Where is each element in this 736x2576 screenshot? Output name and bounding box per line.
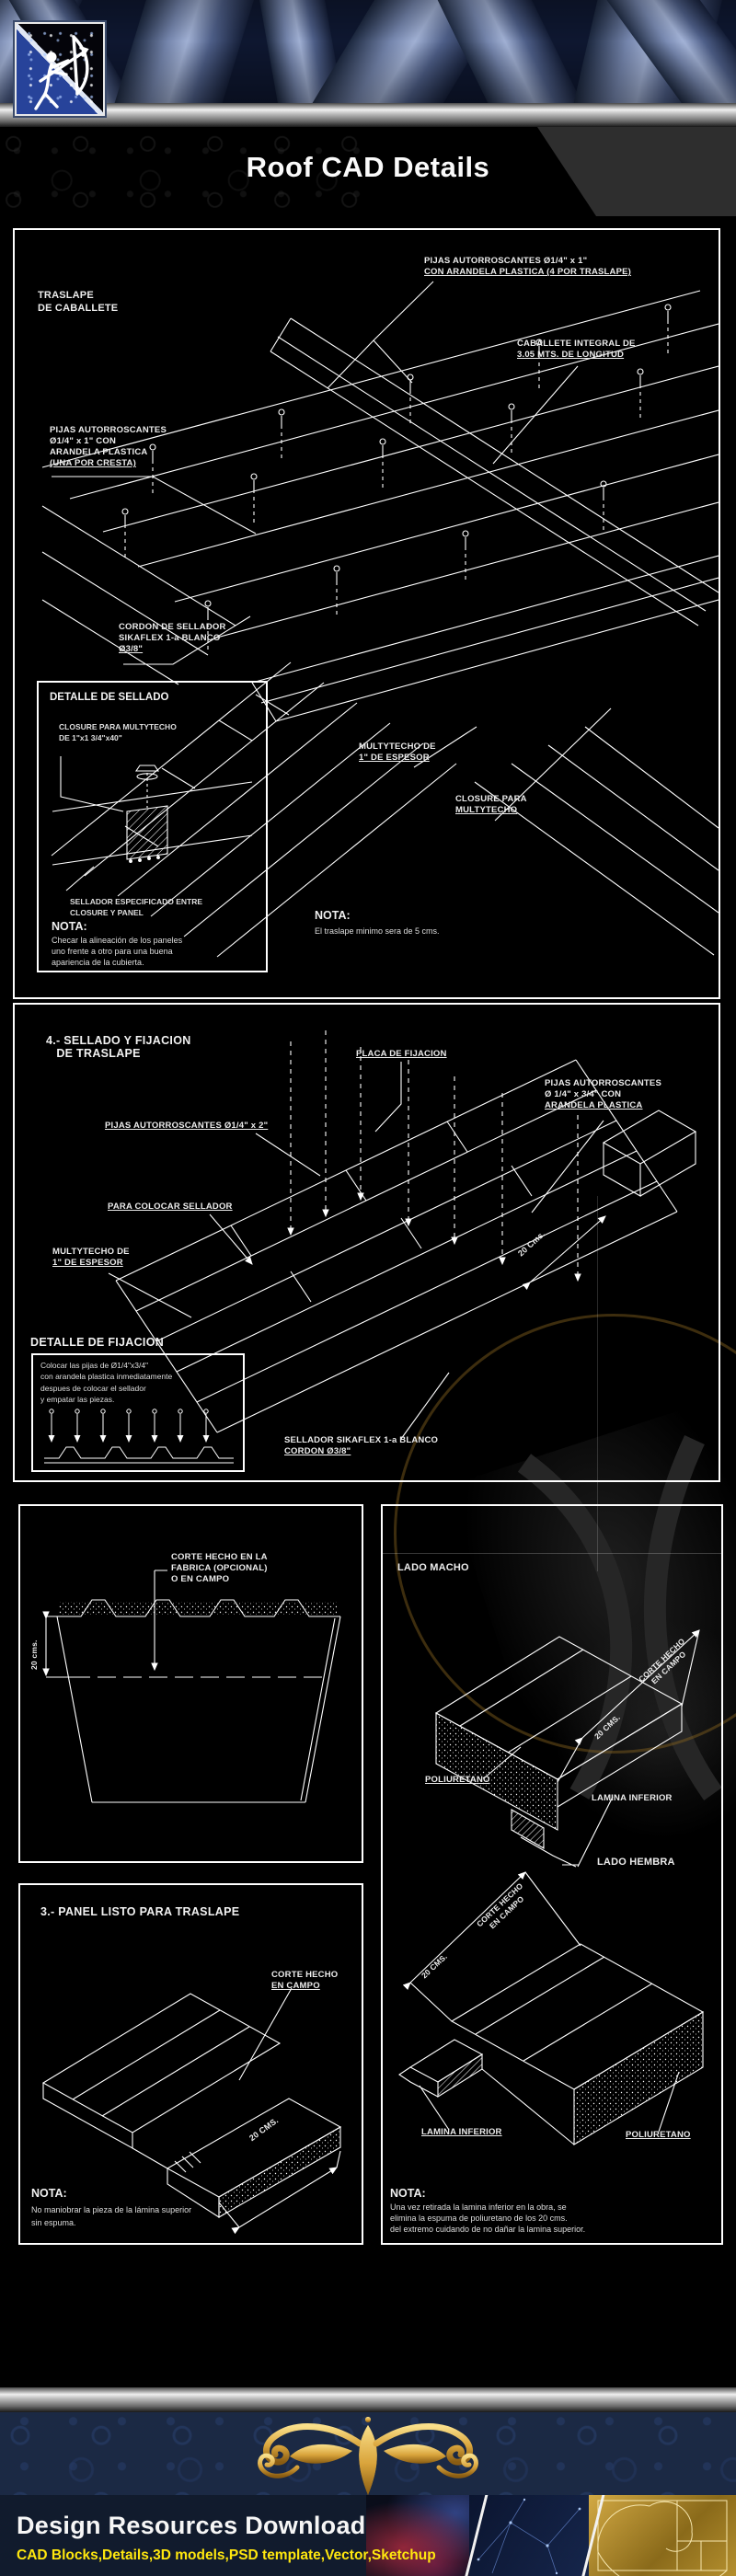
label-closure-multytecho: CLOSURE PARA MULTYTECHO	[455, 794, 527, 816]
label-corte-campo: CORTE HECHO EN CAMPO	[271, 1970, 339, 1992]
dimension-20cms: 20 CMS.	[247, 2115, 281, 2144]
cad-sketch-profile	[44, 1409, 234, 1464]
silver-divider-top	[0, 103, 736, 127]
label-multytecho: MULTYTECHO DE 1" DE ESPESOR	[52, 1247, 130, 1269]
label-pijas-izq: PIJAS AUTORROSCANTES Ø1/4" x 2"	[105, 1121, 269, 1131]
cad-sketch-sealing	[52, 756, 253, 891]
panel-listo-traslape: 3.- PANEL LISTO PARA TRASLAPE CORTE HECH…	[18, 1883, 363, 2245]
note-text: No maniobrar la pieza de la lámina super…	[31, 2205, 192, 2227]
gold-flourish-ornament	[258, 2412, 494, 2495]
label-poliuretano-macho: POLIURETANO	[425, 1775, 490, 1785]
label-para-colocar-sellador: PARA COLOCAR SELLADOR	[108, 1202, 233, 1212]
label-sellador-especificado: SELLADOR ESPECIFICADO ENTRE CLOSURE Y PA…	[70, 897, 203, 918]
label-poliuretano-hembra: POLIURETANO	[626, 2130, 691, 2140]
title-band: Roof CAD Details	[0, 127, 736, 216]
note-heading: NOTA:	[31, 2187, 67, 2200]
cad-drawing-panel-listo	[41, 1987, 342, 2235]
panel-macho-hembra: LADO MACHO CORTE HECHO EN CAMPO 20 CMS. …	[381, 1504, 723, 2245]
label-closure-size: CLOSURE PARA MULTYTECHO DE 1"x1 3/4"x40"	[59, 722, 177, 743]
label-corte-campo-macho: CORTE HECHO EN CAMPO	[637, 1636, 688, 1686]
footer-bar: Design Resources Download CAD Blocks,Det…	[0, 2495, 736, 2576]
detail-box-fijacion: Colocar las pijas de Ø1/4"x3/4" con aran…	[31, 1353, 245, 1472]
note-heading: NOTA:	[315, 909, 351, 922]
plexus-lines	[477, 2498, 581, 2575]
dimension-20cms-hembra: 20 CMS.	[420, 1951, 450, 1981]
label-multytecho: MULTYTECHO DE 1" DE ESPESOR	[359, 742, 436, 764]
footer-image-collage	[366, 2495, 736, 2576]
damask-pattern	[0, 127, 386, 216]
note-heading: NOTA:	[390, 2187, 426, 2200]
dimension-20cms-macho: 20 CMS.	[592, 1712, 623, 1742]
panel-title: 4.- SELLADO Y FIJACION DE TRASLAPE	[46, 1034, 191, 1060]
panel-title: 3.- PANEL LISTO PARA TRASLAPE	[40, 1905, 240, 1918]
label-pijas-autorroscantes-top: PIJAS AUTORROSCANTES Ø1/4" x 1" CON ARAN…	[424, 256, 632, 278]
label-caballete-integral: CABALLETE INTEGRAL DE 3.05 MTS. DE LONGI…	[517, 339, 636, 361]
plexus-network-image	[469, 2495, 596, 2576]
note-heading: NOTA:	[52, 920, 87, 933]
label-pijas-autorroscantes-left: PIJAS AUTORROSCANTES Ø1/4" x 1" CON ARAN…	[50, 425, 167, 469]
panel-ridge-overlap-detail: TRASLAPE DE CABALLETE PIJAS AUTORROSCANT…	[13, 228, 720, 999]
archer-logo	[15, 22, 105, 116]
golden-spiral	[597, 2500, 728, 2576]
dimension-20cms: 20 cms.	[29, 1639, 39, 1670]
label-corte-campo-hembra: CORTE HECHO EN CAMPO	[475, 1880, 526, 1931]
hero-shading	[0, 0, 736, 103]
note-text: Una vez retirada la lamina inferior en l…	[390, 2202, 586, 2235]
panel-sellado-fijacion: 4.- SELLADO Y FIJACION DE TRASLAPE PLACA…	[13, 1003, 720, 1482]
detail-title-fijacion: DETALLE DE FIJACION	[30, 1336, 165, 1349]
note-text: El traslape minimo sera de 5 cms.	[315, 926, 440, 936]
golden-spiral-image	[589, 2495, 736, 2576]
label-lamina-inferior-hembra: LAMINA INFERIOR	[421, 2127, 502, 2137]
label-lamina-inferior-macho: LAMINA INFERIOR	[592, 1793, 673, 1803]
label-cordon-sellador: CORDON DE SELLADOR SIKAFLEX 1-a BLANCO Ø…	[119, 622, 226, 655]
footer-subtitle: CAD Blocks,Details,3D models,PSD templat…	[17, 2547, 436, 2563]
page-title: Roof CAD Details	[246, 151, 490, 183]
note-text: Checar la alineación de los paneles uno …	[52, 936, 183, 968]
detail-title: DETALLE DE SELLADO	[50, 692, 169, 703]
label-corte-fabrica: CORTE HECHO EN LA FABRICA (OPCIONAL) O E…	[171, 1552, 268, 1585]
footer-title: Design Resources Download	[17, 2512, 366, 2539]
label-placa-fijacion: PLACA DE FIJACION	[356, 1049, 447, 1059]
silver-divider-bottom	[0, 2387, 736, 2412]
hero-photo-steel-structure	[0, 0, 736, 103]
ornament-band	[0, 2412, 736, 2495]
archer-icon	[34, 35, 89, 110]
label-lado-hembra: LADO HEMBRA	[597, 1857, 675, 1868]
panel-cross-section: CORTE HECHO EN LA FABRICA (OPCIONAL) O E…	[18, 1504, 363, 1863]
label-pijas-der: PIJAS AUTORROSCANTES Ø 1/4" x 3/4" CON A…	[545, 1078, 661, 1111]
label-sellador-sikaflex: SELLADOR SIKAFLEX 1-a BLANCO CORDON Ø3/8…	[284, 1435, 439, 1457]
dimension-20cms: 20 Cms.	[516, 1228, 547, 1259]
label-traslape-caballete: TRASLAPE DE CABALLETE	[38, 290, 119, 315]
label-lado-macho: LADO MACHO	[397, 1562, 469, 1573]
detail-text: Colocar las pijas de Ø1/4"x3/4" con aran…	[40, 1361, 173, 1404]
detail-box-sellado: DETALLE DE SELLADO CLOSURE PARA MULTYTEC…	[37, 681, 268, 972]
